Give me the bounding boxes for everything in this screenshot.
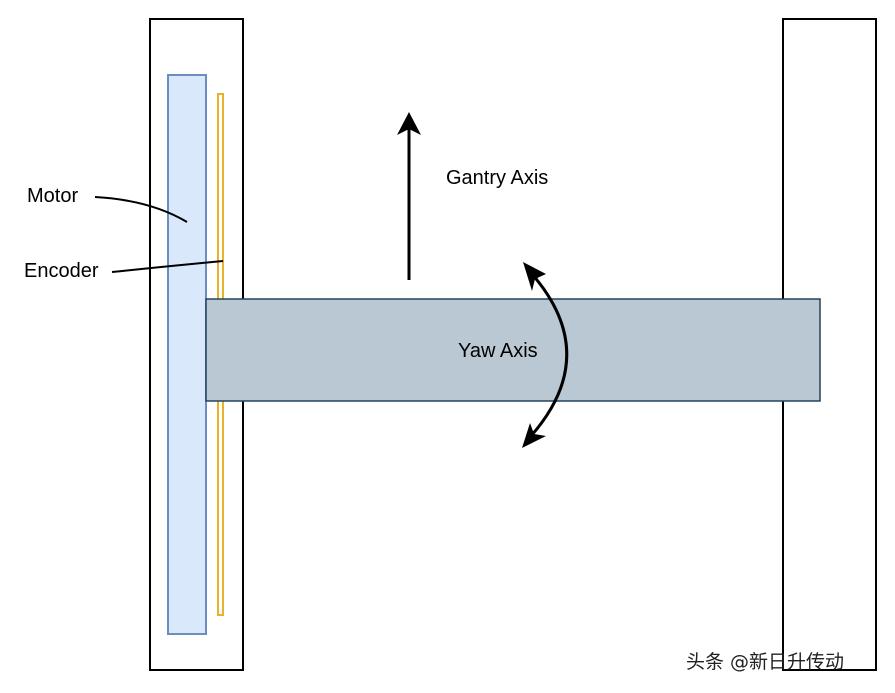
gantry-axis-label: Gantry Axis [446, 167, 548, 189]
encoder-leader-line [111, 260, 224, 273]
motor-label: Motor [27, 185, 78, 207]
encoder-label: Encoder [24, 260, 99, 282]
yaw-rotation-arrow [529, 273, 569, 437]
yaw-axis-label: Yaw Axis [458, 340, 538, 362]
gantry-axis-arrowhead [397, 112, 421, 135]
watermark: 头条 @新日升传动 [686, 651, 844, 673]
motor-leader-line [94, 196, 188, 223]
yaw-rotation-arrowhead-top [523, 262, 546, 291]
motor-block [167, 74, 207, 635]
yaw-beam [205, 298, 821, 402]
yaw-rotation-arrowhead-bottom [522, 423, 546, 448]
